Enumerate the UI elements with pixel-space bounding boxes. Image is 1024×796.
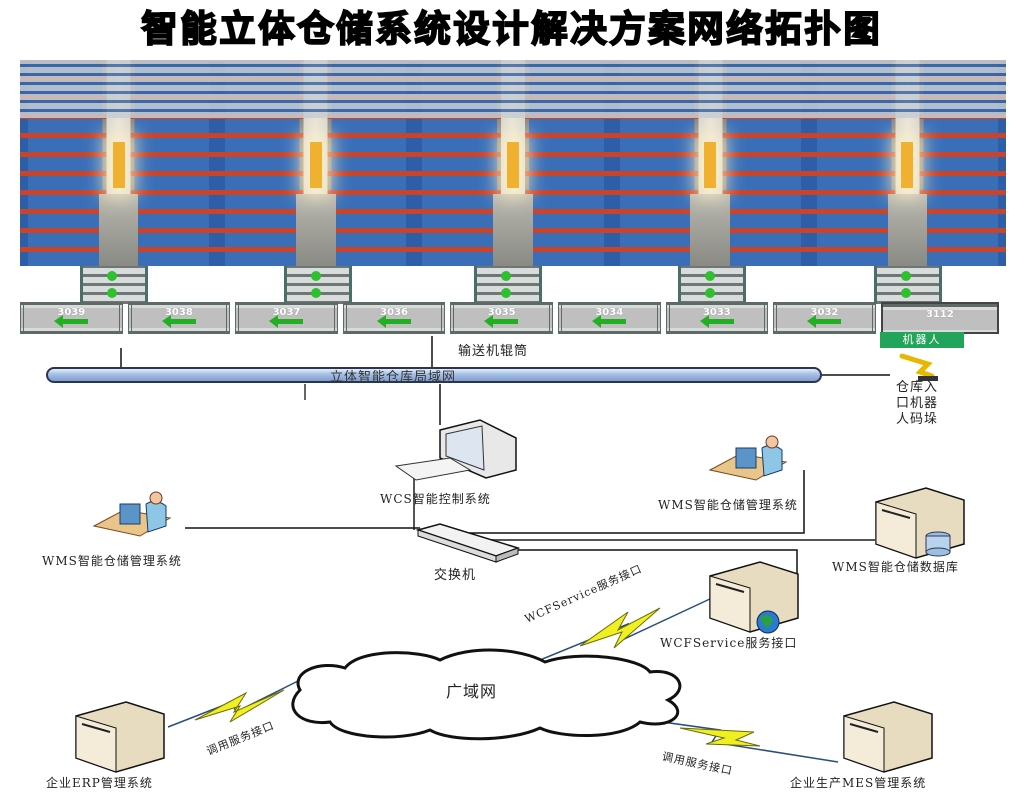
warehouse-photo-tile: [20, 60, 218, 266]
roller-number: 3034: [595, 307, 624, 318]
db-label: WMS智能仓储数据库: [832, 560, 959, 574]
vertical-conveyor: [474, 266, 542, 304]
horizontal-conveyor: 3039 3038 3037 3036 3035 3034 3033 3032 …: [20, 302, 1004, 334]
robot-label: 仓库入 口机器 人码垛: [896, 380, 938, 428]
conveyor-roller: 3033: [665, 302, 769, 334]
left-arrow-icon: [591, 315, 626, 328]
conveyor-roller: 3036: [342, 302, 446, 334]
database-server-icon: [875, 487, 965, 559]
wms-right-label: WMS智能仓储管理系统: [658, 498, 798, 512]
left-arrow-icon: [484, 315, 519, 328]
conveyor-roller: 3039: [20, 302, 123, 334]
switch-icon: [415, 523, 521, 563]
wan-label: 广域网: [446, 682, 498, 701]
conveyor-roller: 3034: [557, 302, 661, 334]
left-arrow-icon: [699, 315, 734, 328]
lan-label: 立体智能仓库局域网: [330, 370, 457, 385]
mes-server-icon: [843, 701, 933, 773]
wcf-label: WCFService服务接口: [660, 636, 798, 650]
conveyor-roller: 3037: [235, 302, 338, 334]
warehouse-photo-tile: [808, 60, 1006, 266]
left-arrow-icon: [54, 315, 88, 328]
roller-number: 3037: [272, 307, 301, 318]
lightning-icon: [194, 689, 285, 723]
wms-operator-icon: [708, 435, 788, 481]
vertical-conveyor: [80, 266, 148, 304]
roller-number: 3035: [487, 307, 516, 318]
vertical-conveyor: [874, 266, 942, 304]
left-arrow-icon: [807, 315, 842, 328]
wan-cloud: [291, 648, 682, 741]
warehouse-photo-tile: [611, 60, 809, 266]
wms-left-label: WMS智能仓储管理系统: [42, 554, 182, 568]
diagram-title: 智能立体仓储系统设计解决方案网络拓扑图: [140, 8, 883, 51]
conveyor-roller: 3035: [450, 302, 553, 334]
wms-right-switch-link: [460, 470, 805, 534]
left-arrow-icon: [269, 315, 304, 328]
robot-label-line: 仓库入: [896, 380, 939, 395]
erp-wan-link: [167, 679, 301, 728]
wan-wcf-link: [539, 597, 713, 661]
roller-number: 3039: [57, 307, 86, 318]
erp-label: 企业ERP管理系统: [46, 776, 153, 790]
robot-label-line: 口机器: [896, 396, 939, 411]
left-arrow-icon: [376, 315, 411, 328]
robot-label-line: 人码垛: [896, 412, 939, 427]
erp-server-icon: [75, 701, 165, 773]
robot-tag: 机器人: [880, 332, 964, 348]
roller-number: 3033: [702, 307, 731, 318]
switch-wcf-link: [515, 549, 798, 575]
lan-backbone: [46, 367, 822, 383]
left-arrow-icon: [161, 315, 196, 328]
vertical-conveyor: [678, 266, 746, 304]
roller-number: 3032: [810, 307, 839, 318]
conveyor-roller: 3038: [127, 302, 231, 334]
lightning-icon: [579, 607, 661, 649]
roller-number: 3036: [380, 307, 408, 318]
wcf-server-icon: [709, 561, 799, 634]
conveyor-label: 输送机辊筒: [458, 344, 529, 359]
wcs-label: WCS智能控制系统: [380, 492, 491, 506]
vertical-conveyor: [284, 266, 352, 304]
wms-operator-icon: [92, 491, 172, 537]
warehouse-photo-strip: [20, 60, 1006, 266]
conveyor-roller: 3032: [773, 302, 876, 334]
warehouse-photo-tile: [217, 60, 415, 266]
warehouse-photo-tile: [414, 60, 612, 266]
robot-arm-icon: [899, 353, 938, 381]
mes-label: 企业生产MES管理系统: [790, 776, 927, 790]
roller-number: 3038: [164, 307, 193, 318]
switch-label: 交换机: [434, 568, 477, 583]
lightning-icon: [679, 727, 761, 747]
wcs-computer-icon: [394, 419, 517, 481]
roller-number: 3112: [925, 309, 954, 320]
